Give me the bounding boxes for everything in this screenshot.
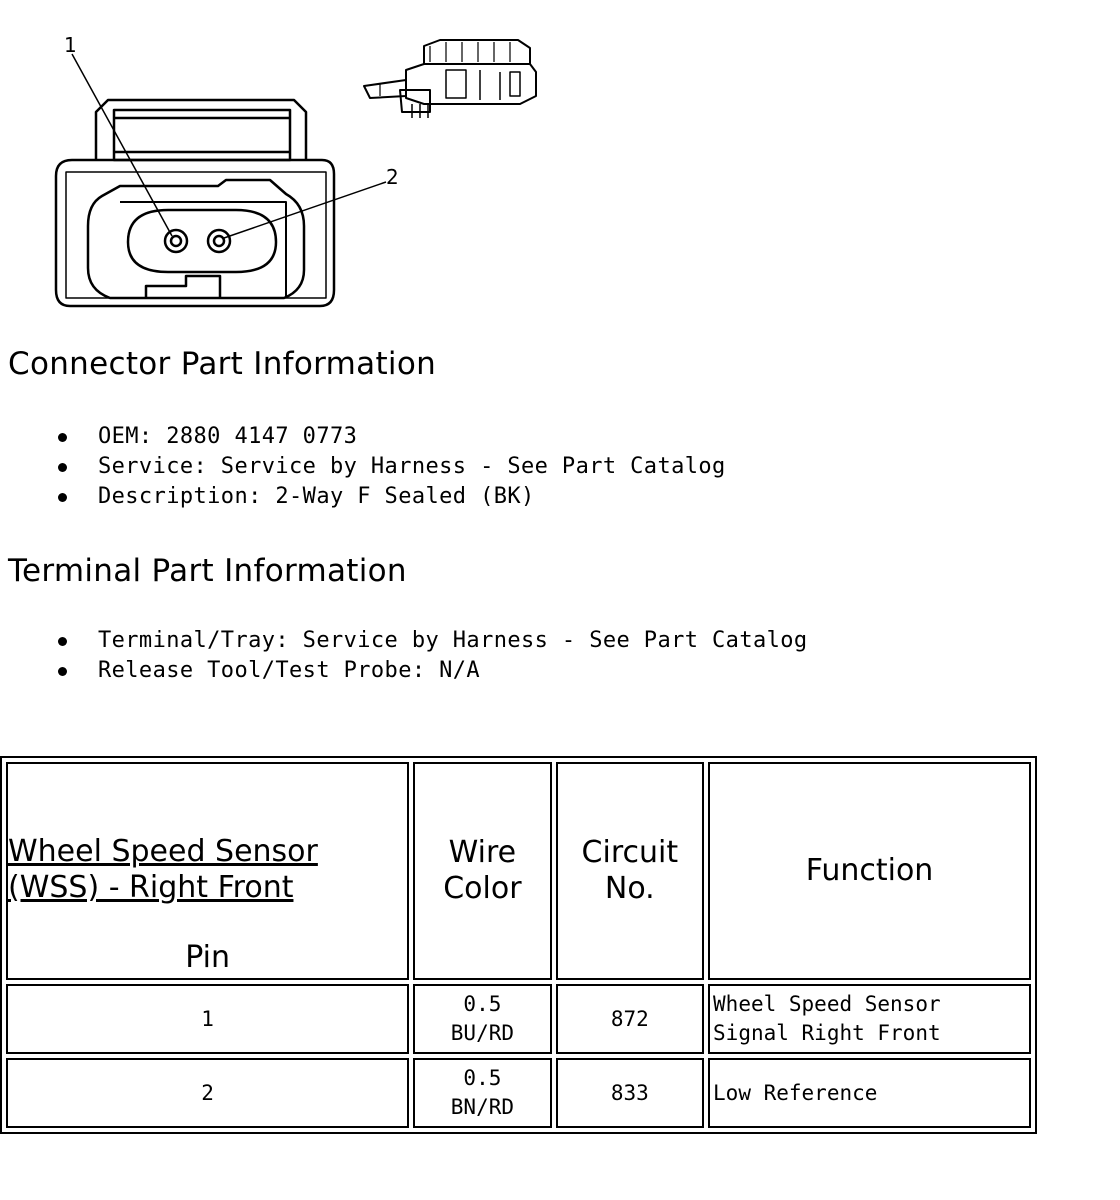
connector-drawing: 1 2: [54, 33, 537, 308]
circuit-header: Circuit No.: [555, 762, 705, 980]
callout-1: 1: [64, 33, 77, 57]
list-item: Service: Service by Harness - See Part C…: [56, 452, 726, 482]
list-item: Terminal/Tray: Service by Harness - See …: [56, 626, 808, 656]
pin-column-header: Wheel Speed Sensor (WSS) - Right Front P…: [6, 762, 410, 980]
list-item: Release Tool/Test Probe: N/A: [56, 656, 808, 686]
connector-iso-view: [363, 39, 537, 118]
connector-part-heading: Connector Part Information: [8, 346, 437, 382]
pin-number: 1: [6, 984, 410, 1054]
wire-size: 0.5: [463, 1066, 502, 1090]
function-cell: Low Reference: [708, 1058, 1031, 1128]
terminal-part-list: Terminal/Tray: Service by Harness - See …: [56, 626, 808, 686]
list-item: OEM: 2880 4147 0773: [56, 422, 726, 452]
callout-2: 2: [386, 165, 399, 189]
connector-name-link[interactable]: Wheel Speed Sensor (WSS) - Right Front: [8, 834, 318, 905]
circuit-number: 833: [555, 1058, 705, 1128]
wire-color: BN/RD: [450, 1095, 514, 1119]
connector-part-list: OEM: 2880 4147 0773 Service: Service by …: [56, 422, 726, 512]
function-cell: Wheel Speed Sensor Signal Right Front: [708, 984, 1031, 1054]
callout-leaders: [71, 53, 387, 239]
terminal-part-heading: Terminal Part Information: [8, 553, 407, 589]
list-item: Description: 2-Way F Sealed (BK): [56, 482, 726, 512]
pinout-table: Wheel Speed Sensor (WSS) - Right Front P…: [0, 756, 1037, 1134]
connector-face-view: [54, 98, 336, 308]
wire-color: BU/RD: [450, 1021, 514, 1045]
pin-number: 2: [6, 1058, 410, 1128]
circuit-number: 872: [555, 984, 705, 1054]
wire-color-header: Wire Color: [413, 762, 552, 980]
wire-size: 0.5: [463, 992, 502, 1016]
function-header: Function: [708, 762, 1031, 980]
table-header-row: Wheel Speed Sensor (WSS) - Right Front P…: [6, 762, 1031, 980]
pin-header-label: Pin: [185, 940, 230, 975]
